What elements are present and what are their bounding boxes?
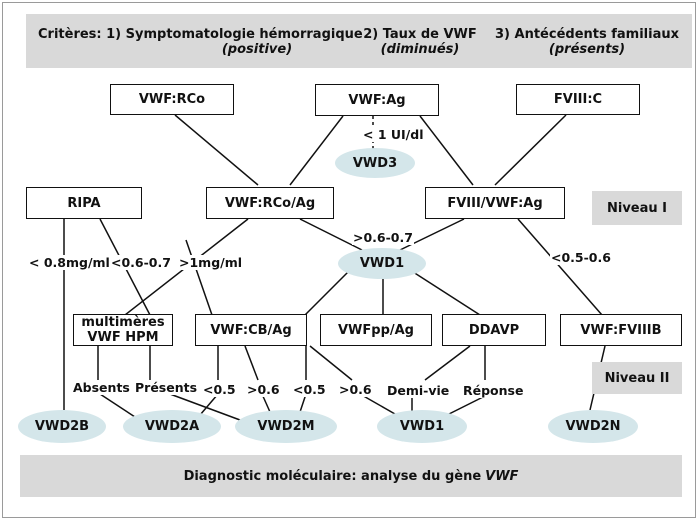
oval-vwd2m: VWD2M (235, 410, 337, 443)
box-vwf-ag: VWF:Ag (315, 84, 439, 116)
oval-vwd2a: VWD2A (123, 410, 221, 443)
oval-vwd2n-label: VWD2N (565, 419, 621, 434)
edge-fviiic-to-fviiiag (494, 114, 567, 186)
label-gt-06-07: >0.6-0.7 (352, 230, 414, 245)
oval-vwd2b-label: VWD2B (34, 419, 90, 434)
label-absents: Absents (72, 380, 131, 395)
box-vwf-rco-ag: VWF:RCo/Ag (206, 187, 334, 219)
edge-gt06-to-vwd2m (261, 393, 271, 413)
edge-cbag-gt06b (309, 345, 353, 381)
oval-vwd2n: VWD2N (548, 410, 638, 443)
niveau-2: Niveau II (592, 362, 682, 394)
edge-ag-to-rcoag (289, 115, 344, 186)
criterion-1-sub: (positive) (221, 42, 293, 57)
label-gt-06-a: >0.6 (246, 382, 281, 397)
criterion-3-label: 3) Antécédents familiaux (495, 27, 679, 42)
label-lt-05-a: <0.5 (202, 382, 237, 397)
box-multimeres-line1: multimères (81, 315, 165, 330)
criterion-2: 2) Taux de VWF (diminués) (362, 27, 478, 57)
oval-vwd2b: VWD2B (18, 410, 106, 443)
criteria-banner (26, 14, 692, 68)
box-vwf-rco-ag-label: VWF:RCo/Ag (224, 195, 316, 211)
footer-banner (20, 455, 682, 497)
oval-vwd3-label: VWD3 (352, 155, 398, 171)
oval-vwd1-bottom-label: VWD1 (399, 419, 445, 434)
footer-diagnostic: Diagnostic moléculaire: analyse du gène … (20, 455, 682, 497)
criterion-1-label: Critères: 1) Symptomatologie hémorragiqu… (38, 27, 363, 42)
oval-vwd1-mid-label: VWD1 (359, 256, 405, 271)
box-vwf-cb-ag: VWF:CB/Ag (195, 314, 307, 346)
box-vwf-fviiib-label: VWF:FVIIIB (580, 322, 662, 338)
label-reponse: Réponse (462, 383, 525, 398)
label-lt-06-07: <0.6-0.7 (110, 255, 172, 270)
box-fviii-c-label: FVIII:C (553, 92, 603, 107)
edge-lt05-to-vwd2a (199, 393, 219, 416)
edge-ag-to-fviiiag (419, 115, 474, 186)
oval-vwd2m-label: VWD2M (257, 419, 315, 434)
edge-fviiiag-to-fviiib (517, 218, 603, 316)
label-lt-08: < 0.8mg/ml (28, 255, 111, 270)
edge-absents-to-vwd2a (99, 393, 136, 418)
box-vwfpp-ag-label: VWFpp/Ag (337, 322, 414, 338)
edge-reponse-to-vwd1 (444, 395, 486, 417)
box-vwfpp-ag: VWFpp/Ag (320, 314, 432, 346)
edge-vwd1-to-cbag (304, 269, 351, 316)
label-gt-1mg: >1mg/ml (178, 255, 244, 270)
edge-cbag-gt06 (244, 345, 259, 381)
edge-gt06b-to-vwd1 (359, 393, 396, 415)
box-vwf-rco-label: VWF:RCo (138, 92, 206, 107)
box-fviii-vwf-ag-label: FVIII/VWF:Ag (447, 195, 543, 211)
box-vwf-cb-ag-label: VWF:CB/Ag (210, 322, 292, 338)
box-fviii-vwf-ag: FVIII/VWF:Ag (425, 187, 565, 219)
niveau-1-label: Niveau I (606, 200, 668, 216)
criterion-3: 3) Antécédents familiaux (présents) (490, 27, 684, 57)
oval-vwd2a-label: VWD2A (144, 419, 200, 434)
label-demi-vie: Demi-vie (386, 383, 451, 398)
edge-vwd1-to-ddavp (409, 269, 481, 316)
label-lt-1ui: < 1 UI/dl (362, 127, 425, 142)
edge-lt05b-to-vwd2m (299, 393, 307, 413)
footer-text: Diagnostic moléculaire: analyse du gène (183, 468, 482, 484)
footer-gene: VWF (485, 468, 519, 484)
box-ripa-label: RIPA (67, 195, 101, 211)
label-presents: Présents (134, 380, 199, 395)
oval-vwd3: VWD3 (335, 148, 415, 178)
box-vwf-rco: VWF:RCo (110, 84, 234, 115)
box-multimeres-line2: VWF HPM (87, 330, 159, 345)
criterion-2-sub: (diminués) (380, 42, 460, 57)
label-lt-05-06: <0.5-0.6 (550, 250, 612, 265)
oval-vwd1-mid: VWD1 (338, 248, 426, 279)
criterion-1: Critères: 1) Symptomatologie hémorragiqu… (38, 27, 363, 57)
edge-presents-to-vwd2m (169, 393, 241, 421)
box-ripa: RIPA (26, 187, 142, 219)
criterion-3-sub: (présents) (548, 42, 626, 57)
edge-rcoag-to-cbag (185, 239, 213, 316)
oval-vwd1-bottom: VWD1 (377, 410, 467, 443)
box-fviii-c: FVIII:C (516, 84, 640, 115)
niveau-2-label: Niveau II (604, 370, 670, 386)
criterion-2-label: 2) Taux de VWF (363, 27, 477, 42)
box-ddavp: DDAVP (442, 314, 546, 346)
box-multimeres: multimères VWF HPM (73, 314, 173, 346)
box-vwf-ag-label: VWF:Ag (348, 92, 406, 108)
box-ddavp-label: DDAVP (468, 322, 520, 338)
niveau-1: Niveau I (592, 191, 682, 225)
edge-ddavp-demivie (424, 345, 471, 381)
edge-rcoag-to-vwd1 (299, 218, 363, 251)
box-vwf-fviiib: VWF:FVIIIB (560, 314, 682, 346)
label-gt-06-b: >0.6 (338, 382, 373, 397)
edge-rco-to-rcoag (174, 114, 259, 186)
label-lt-05-b: <0.5 (292, 382, 327, 397)
